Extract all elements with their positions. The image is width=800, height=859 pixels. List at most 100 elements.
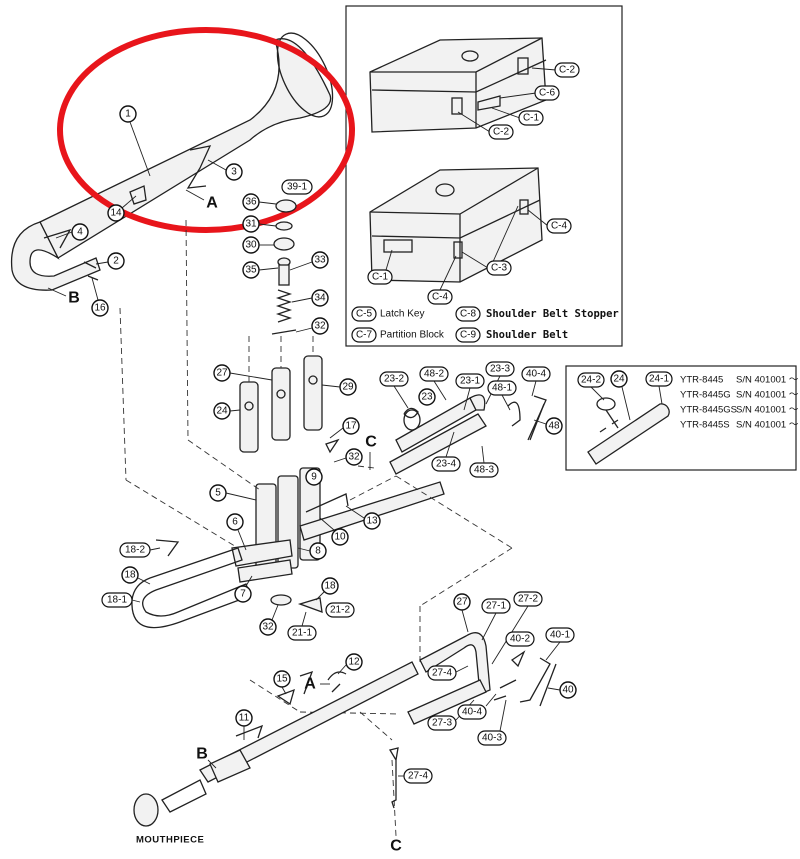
- callout-18-1: 18-1: [107, 595, 127, 606]
- callout-31: 29: [342, 382, 354, 393]
- model-name-4: YTR-8445S: [680, 420, 730, 431]
- callout-9: 9: [311, 472, 317, 483]
- callout-11: 11: [239, 713, 250, 724]
- marker-b-top: B: [68, 290, 80, 307]
- callout-21-2: 21-2: [330, 605, 350, 616]
- valve-callouts: 5 6 7 8 9 10 13 17 32 C 18 21-2 21-1: [101, 417, 381, 641]
- callout-36b: 32: [348, 452, 360, 463]
- callout-18: 18: [124, 570, 136, 581]
- callout-23-3: 23-3: [490, 364, 510, 375]
- callout-48-2: 48-1: [492, 383, 512, 394]
- callout-1: 1: [125, 109, 131, 120]
- callout-5: 5: [215, 488, 221, 499]
- case-back-drawing: [369, 167, 543, 283]
- callout-7: 7: [240, 589, 246, 600]
- callout-12: 12: [348, 657, 360, 668]
- callout-27-1: 27-1: [486, 601, 506, 612]
- callout-18-2: 18-2: [125, 545, 145, 556]
- callout-40-1: 40-1: [550, 630, 570, 641]
- callout-33: 31: [245, 219, 257, 230]
- callout-8: 8: [315, 546, 321, 557]
- legend-label-partition-block: Partition Block: [380, 330, 445, 341]
- model-serial-3: S/N 401001 ～: [736, 405, 799, 416]
- callout-14: 14: [110, 208, 122, 219]
- callout-c6: C-6: [539, 88, 556, 99]
- callout-c4b: C-4: [432, 292, 449, 303]
- model-serial-4: S/N 401001 ～: [736, 420, 799, 431]
- callout-40-2: 40-2: [510, 634, 530, 645]
- callout-2: 2: [113, 256, 119, 267]
- callout-40-3: 40-3: [482, 733, 502, 744]
- callout-24-2: 24-2: [581, 375, 601, 386]
- mouthpiece-label: MOUTHPIECE: [136, 835, 204, 846]
- callout-38: 35: [245, 265, 257, 276]
- callout-39-1: 39-1: [287, 182, 307, 193]
- callout-37: 34: [314, 293, 326, 304]
- callout-39: 36: [245, 197, 257, 208]
- callout-6: 6: [232, 517, 238, 528]
- callout-30: 27: [216, 368, 228, 379]
- callout-34: 32: [262, 622, 274, 633]
- marker-a-bottom: A: [304, 676, 316, 693]
- callout-c1a: C-1: [523, 113, 540, 124]
- callout-29: 24: [216, 406, 228, 417]
- pistons-callouts: 27 24 29: [213, 364, 357, 420]
- callout-48: 48: [548, 421, 560, 432]
- model-name-3: YTR-8445GS: [680, 405, 737, 416]
- callout-35: 33: [314, 255, 326, 266]
- callout-c4a: C-4: [551, 221, 568, 232]
- callout-48-3: 48-2: [424, 369, 444, 380]
- callout-3: 3: [231, 167, 237, 178]
- main-slide-drawing: [133, 632, 557, 827]
- model-serial-1: S/N 401001 ～: [736, 375, 799, 386]
- callout-c2a: C-2: [559, 65, 576, 76]
- callout-27-2: 27-2: [518, 594, 538, 605]
- alt-slide-drawing: [587, 397, 670, 465]
- callout-c3: C-3: [491, 263, 508, 274]
- legend-code-c8: C-8: [460, 309, 477, 320]
- callout-48-1: 40-4: [526, 369, 546, 380]
- models-list: YTR-8445 S/N 401001 ～ YTR-8445G S/N 4010…: [680, 375, 799, 431]
- callout-48-4: 48-3: [474, 465, 494, 476]
- model-name-2: YTR-8445G: [680, 390, 731, 401]
- callout-40: 40: [562, 685, 574, 696]
- case-callouts: C-2 C-6 C-1 C-2 C-4 C-3 C-1 C-4: [367, 62, 580, 305]
- callout-23-2: 23-2: [384, 374, 404, 385]
- valve-cap-callouts: 36 39-1 31 30 35 33 34 32: [242, 179, 329, 335]
- callout-27-4: 27-4: [432, 668, 452, 679]
- callout-c2b: C-2: [493, 127, 510, 138]
- bell-drawing: [10, 32, 334, 291]
- callout-27: 27: [456, 597, 468, 608]
- legend-code-c5: C-5: [356, 309, 373, 320]
- callout-c1b: C-1: [372, 272, 389, 283]
- legend-label-latch-key: Latch Key: [380, 309, 424, 320]
- legend-code-c9: C-9: [460, 330, 477, 341]
- callout-15: 15: [276, 674, 288, 685]
- callout-17: 17: [345, 421, 357, 432]
- pipes-drawing: [131, 394, 547, 629]
- callout-27-3: 27-3: [432, 718, 452, 729]
- callout-36: 32: [314, 321, 326, 332]
- valve-casing-drawing: [231, 467, 445, 613]
- dashed-connections: [119, 219, 513, 837]
- callout-40-4: 40-4: [462, 707, 482, 718]
- callout-10: 10: [334, 532, 346, 543]
- callout-24: 24: [613, 374, 625, 385]
- models-callouts: 24-2 24 24-1: [577, 370, 673, 421]
- bell-callouts: 1 3 4 2 14 16 A B: [47, 105, 243, 317]
- callout-23-1: 23-1: [460, 376, 480, 387]
- highlight-circle: [57, 27, 355, 233]
- legend-label-shoulder-belt-stopper: Shoulder Belt Stopper: [486, 308, 619, 320]
- model-name-1: YTR-8445: [680, 375, 723, 386]
- marker-c-top: C: [365, 434, 377, 451]
- case-inset-box: [345, 5, 623, 347]
- legend-label-shoulder-belt: Shoulder Belt: [486, 329, 568, 341]
- callout-27-4-bottom: 27-4: [408, 771, 428, 782]
- marker-a-top: A: [206, 195, 218, 212]
- model-serial-2: S/N 401001 ～: [736, 390, 799, 401]
- models-inset-box: [565, 365, 797, 471]
- callout-23: 23: [421, 392, 433, 403]
- case-legend: C-5 Latch Key C-7 Partition Block C-8 Sh…: [351, 306, 619, 343]
